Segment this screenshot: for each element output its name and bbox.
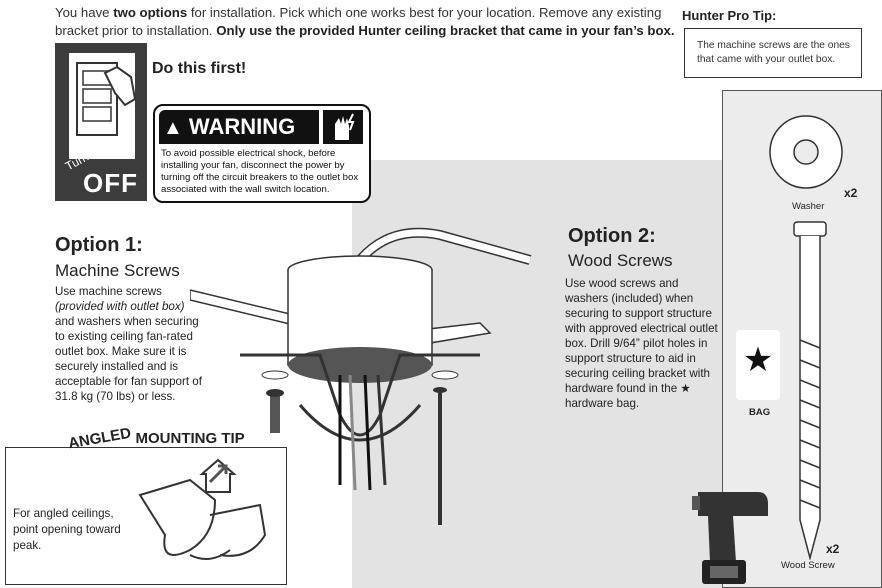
star-icon: ★ xyxy=(680,382,691,395)
wood-screw-icon xyxy=(793,221,827,560)
option2-title: Option 2: xyxy=(568,225,656,247)
wood-screw-label: Wood Screw xyxy=(781,560,835,571)
option2-subtitle: Wood Screws xyxy=(568,251,673,270)
angled-bracket-illustration xyxy=(138,478,267,560)
washer-quantity: x2 xyxy=(844,186,858,200)
intro-text: You have two options for installation. P… xyxy=(55,5,675,38)
warning-text: To avoid possible electrical shock, befo… xyxy=(161,148,359,195)
bag-label: BAG xyxy=(749,407,771,418)
angled-tip-text: For angled ceilings, point opening towar… xyxy=(13,507,121,552)
washer-label: Washer xyxy=(792,201,825,212)
star-icon: ★ xyxy=(742,341,774,379)
option1-subtitle: Machine Screws xyxy=(55,261,180,280)
option1-text: Use machine screws(provided with outlet … xyxy=(55,285,202,403)
electric-shock-icon xyxy=(323,110,363,144)
angled-mounting-tip-box xyxy=(5,447,287,585)
option2-text: Use wood screws and washers (included) w… xyxy=(565,277,718,410)
house-peak-arrow-icon xyxy=(199,458,237,493)
warning-box: ▲ WARNING To avoid possible electrical s… xyxy=(153,104,371,203)
option1-title: Option 1: xyxy=(55,234,143,256)
light-switch-hand-icon xyxy=(69,53,137,159)
pro-tip-text: The machine screws are the ones that cam… xyxy=(697,40,850,65)
hardware-bag: ★ xyxy=(736,330,780,400)
power-drill-icon xyxy=(692,492,768,584)
do-first-label: Do this first! xyxy=(152,60,247,77)
wood-screw-quantity: x2 xyxy=(826,542,840,556)
warning-title: WARNING xyxy=(188,114,296,139)
angled-mounting-tip-title: ANGLED MOUNTING TIP xyxy=(67,424,245,453)
pro-tip-box: The machine screws are the ones that cam… xyxy=(684,28,862,78)
turn-power-off-panel: Turn Power OFF xyxy=(55,43,147,201)
bracket-installation-illustration xyxy=(190,227,532,525)
washer-icon xyxy=(769,115,843,189)
pro-tip-title: Hunter Pro Tip: xyxy=(682,8,777,23)
off-label: OFF xyxy=(83,168,138,198)
warning-triangle-icon: ▲ xyxy=(163,117,183,139)
warning-header: ▲ WARNING xyxy=(159,110,319,144)
